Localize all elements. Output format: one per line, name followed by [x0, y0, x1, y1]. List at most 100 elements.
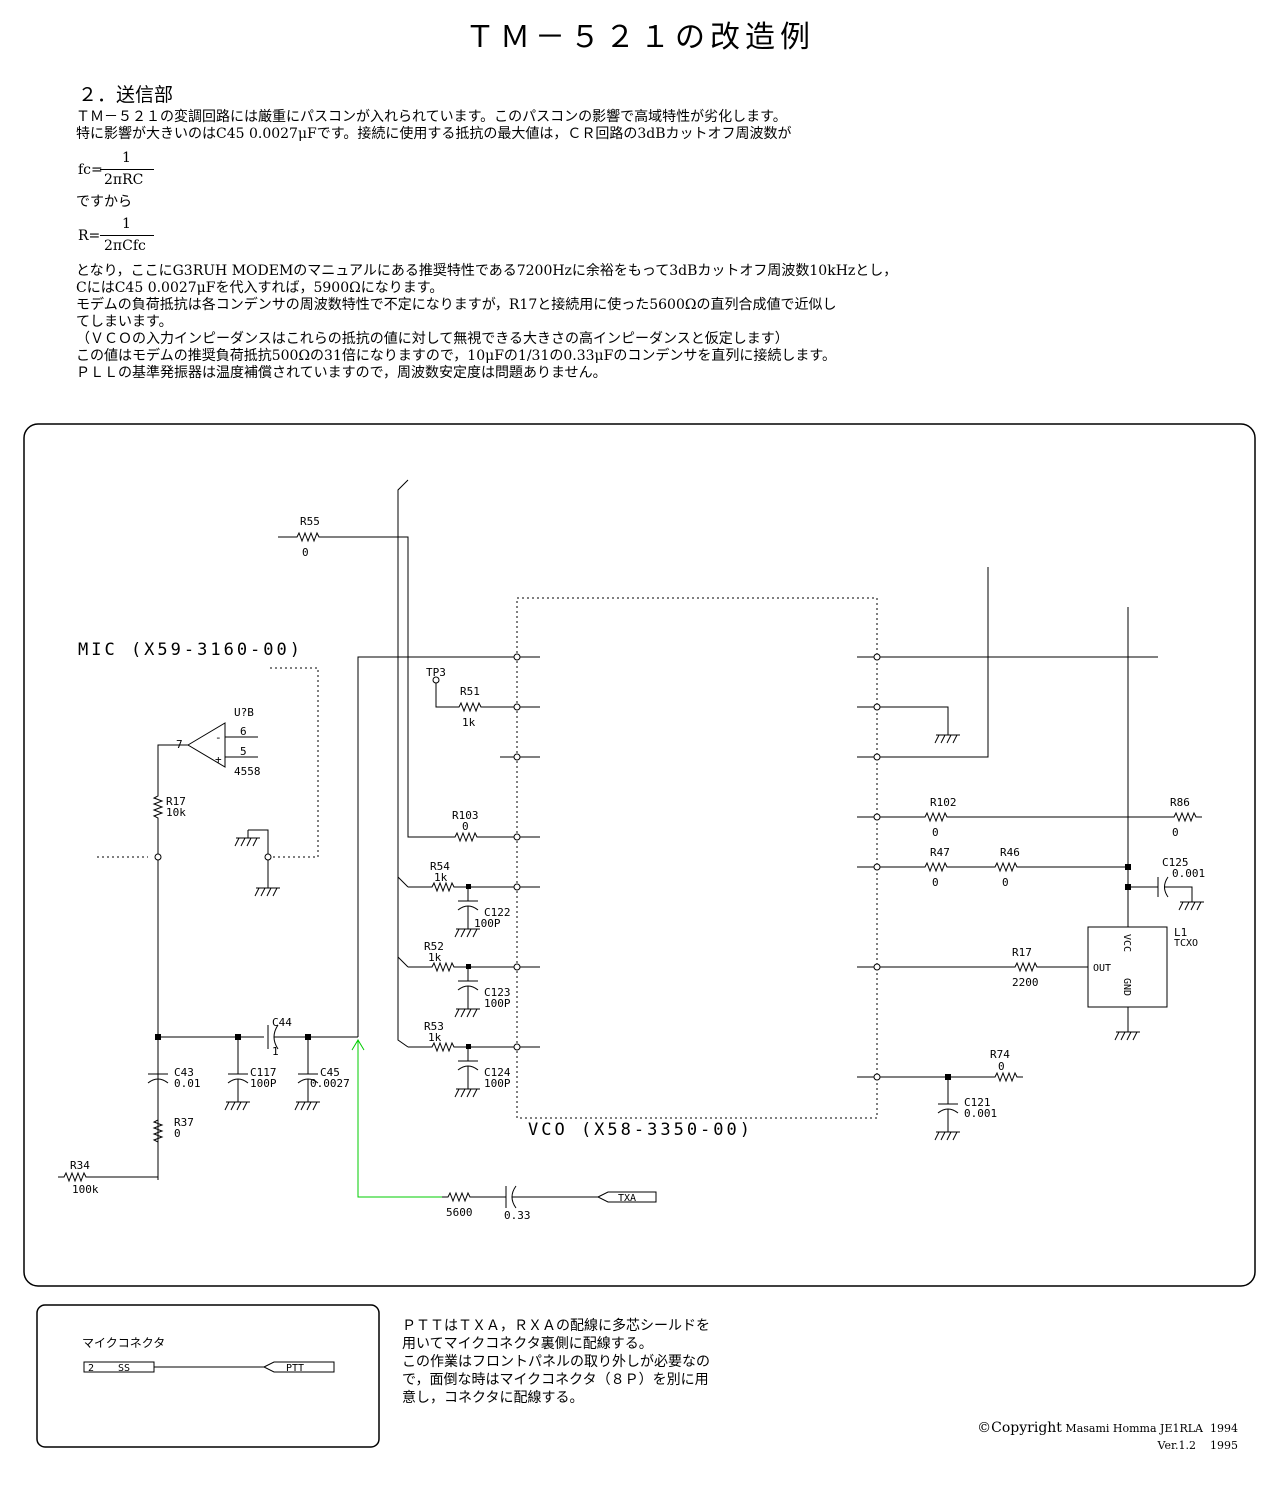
- txa-label: TXA: [618, 1193, 636, 1204]
- paragraph-line: てしまいます。: [76, 314, 173, 330]
- vco-box: [516, 597, 878, 1119]
- vco-pin: [873, 753, 881, 761]
- fraction-bar: [100, 235, 154, 236]
- capacitor-c124: [457, 1046, 479, 1082]
- vco-pin: [513, 653, 521, 661]
- c125-value: 0.001: [1172, 867, 1205, 880]
- opamp-pin-7: 7: [176, 738, 183, 751]
- tcxo-out-label: OUT: [1093, 963, 1111, 974]
- resistor-r52: [425, 962, 461, 972]
- paragraph-line: この値はモデムの推奨負荷抵抗500Ωの31倍になりますので，10μFの1/31の…: [76, 348, 836, 364]
- paragraph-line: CにはC45 0.0027μFを代入すれば，5900Ωになります。: [76, 280, 444, 296]
- vco-pin: [873, 813, 881, 821]
- r102-value: 0: [932, 826, 939, 839]
- r47-ref: R47: [930, 846, 950, 859]
- added-resistor-value: 5600: [446, 1206, 473, 1219]
- tcxo-gnd-label: GND: [1121, 978, 1132, 996]
- resistor-r74: [988, 1072, 1024, 1082]
- l1-part: TCXO: [1174, 938, 1198, 949]
- tp3-label: TP3: [426, 666, 446, 679]
- c117-value: 100P: [250, 1077, 277, 1090]
- r103-value: 0: [462, 820, 469, 833]
- r54-ref: R54: [430, 860, 450, 873]
- r54-value: 1k: [434, 871, 448, 884]
- resistor-r102: [918, 812, 954, 822]
- capacitor-c122: [457, 886, 479, 922]
- connector-pin-name: SS: [118, 1363, 130, 1374]
- tcxo-box: [1087, 926, 1168, 1008]
- r47-value: 0: [932, 876, 939, 889]
- capacitor-c117: [227, 1059, 249, 1095]
- r46-ref: R46: [1000, 846, 1020, 859]
- vco-pin: [513, 883, 521, 891]
- opamp-plus: +: [215, 753, 222, 766]
- formula-numerator: 1: [122, 216, 131, 232]
- copyright-author: Masami Homma JE1RLA 1994: [1061, 1422, 1238, 1435]
- paragraph-line: 特に影響が大きいのはC45 0.0027μFです。接続に使用する抵抗の最大値は，…: [76, 126, 792, 142]
- ptt-port: [262, 1361, 335, 1373]
- fraction-bar: [100, 169, 154, 170]
- formula-denominator: 2πRC: [104, 172, 144, 188]
- mic-boundary: [270, 667, 319, 858]
- c125-ref: C125: [1162, 856, 1189, 869]
- r74-ref: R74: [990, 1048, 1010, 1061]
- vco-pin: [873, 703, 881, 711]
- r17-mic-value: 10k: [166, 806, 186, 819]
- resistor-r53: [425, 1042, 461, 1052]
- wiring-note: ＰＴＴはＴＸＡ，ＲＸＡの配線に多芯シールドを用いてマイクコネクタ裏側に配線する。…: [402, 1317, 710, 1407]
- paragraph-line: ＰＬＬの基準発振器は温度補償されていますので，周波数安定度は問題ありません。: [76, 365, 607, 381]
- paragraph-line: となり，ここにG3RUH MODEMのマニュアルにある推奨特性である7200Hz…: [76, 263, 898, 279]
- note-line: ＰＴＴはＴＸＡ，ＲＸＡの配線に多芯シールドを: [402, 1318, 710, 1334]
- c43-value: 0.01: [174, 1077, 201, 1090]
- resistor-r54: [425, 882, 461, 892]
- r34-value: 100k: [72, 1183, 99, 1196]
- vco-pin: [873, 653, 881, 661]
- formula-lhs: R=: [78, 228, 101, 244]
- vco-pin: [513, 753, 521, 761]
- c43-ref: C43: [174, 1066, 194, 1079]
- vco-label: VCO (X58-3350-00): [528, 1120, 753, 1140]
- c117-ref: C117: [250, 1066, 277, 1079]
- c44-ref: C44: [272, 1016, 292, 1029]
- resistor-r46: [988, 862, 1024, 872]
- added-wire: [357, 1040, 442, 1198]
- c45-ref: C45: [320, 1066, 340, 1079]
- r55-value: 0: [302, 546, 309, 559]
- c122-value: 100P: [474, 917, 501, 930]
- opamp-minus: -: [215, 731, 222, 744]
- formula-denominator: 2πCfc: [104, 238, 146, 254]
- c124-ref: C124: [484, 1066, 511, 1079]
- connector-frame: [36, 1304, 380, 1448]
- r51-ref: R51: [460, 685, 480, 698]
- schematic-frame: [23, 423, 1256, 1287]
- opamp-pin-6: 6: [240, 725, 247, 738]
- mic-label: MIC (X59-3160-00): [78, 640, 303, 660]
- resistor-r47: [918, 862, 954, 872]
- connector-title: マイクコネクタ: [82, 1336, 165, 1350]
- resistor-r103: [448, 832, 484, 842]
- paragraph-line: モデムの負荷抵抗は各コンデンサの周波数特性で不定になりますが，R17と接続用に使…: [76, 297, 837, 313]
- resistor-r17-mic: [153, 789, 163, 825]
- c44-value: 1: [272, 1045, 279, 1058]
- resistor-r51: [452, 702, 488, 712]
- c123-value: 100P: [484, 997, 511, 1010]
- paragraph-line: ＴＭ－５２１の変調回路には厳重にパスコンが入れられています。このパスコンの影響で…: [76, 109, 787, 125]
- added-cap-value: 0.33: [504, 1209, 531, 1222]
- r53-ref: R53: [424, 1020, 444, 1033]
- copyright-version: Ver.1.2 1995: [1157, 1439, 1238, 1452]
- r17-tcxo-value: 2200: [1012, 976, 1039, 989]
- note-line: で，面倒な時はマイクコネクタ（８Ｐ）を別に用: [402, 1372, 709, 1388]
- resistor-5600: [441, 1192, 477, 1202]
- resistor-r86: [1167, 812, 1203, 822]
- r102-ref: R102: [930, 796, 957, 809]
- c121-ref: C121: [964, 1096, 991, 1109]
- formula-lhs: fc=: [78, 162, 103, 178]
- r46-value: 0: [1002, 876, 1009, 889]
- formula-numerator: 1: [122, 150, 131, 166]
- vcc-bus: [397, 479, 409, 1048]
- resistor-r34: [57, 1172, 93, 1182]
- vco-pin: [513, 833, 521, 841]
- vco-pin: [513, 963, 521, 971]
- r55-ref: R55: [300, 515, 320, 528]
